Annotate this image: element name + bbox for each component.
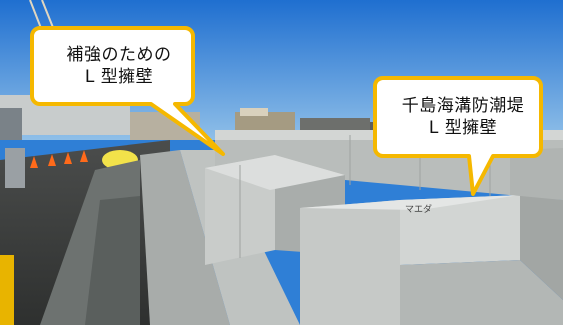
- wall-marking: マエダ: [405, 203, 432, 215]
- l-wall-front-face: [300, 200, 400, 325]
- traffic-cones: [30, 150, 88, 168]
- concrete-curb: [140, 150, 230, 325]
- yellow-post: [0, 255, 14, 325]
- truck: [5, 148, 25, 188]
- callout-right-line2: L 型擁壁: [428, 118, 498, 138]
- callout-left-line1: 補強のための: [66, 45, 172, 65]
- callout-right-text: 千島海溝防潮堤 L 型擁壁: [383, 95, 543, 139]
- callout-left-text: 補強のための L 型擁壁: [44, 44, 194, 88]
- callout-left-line2: L 型擁壁: [84, 67, 154, 87]
- callout-right-line1: 千島海溝防潮堤: [401, 96, 525, 116]
